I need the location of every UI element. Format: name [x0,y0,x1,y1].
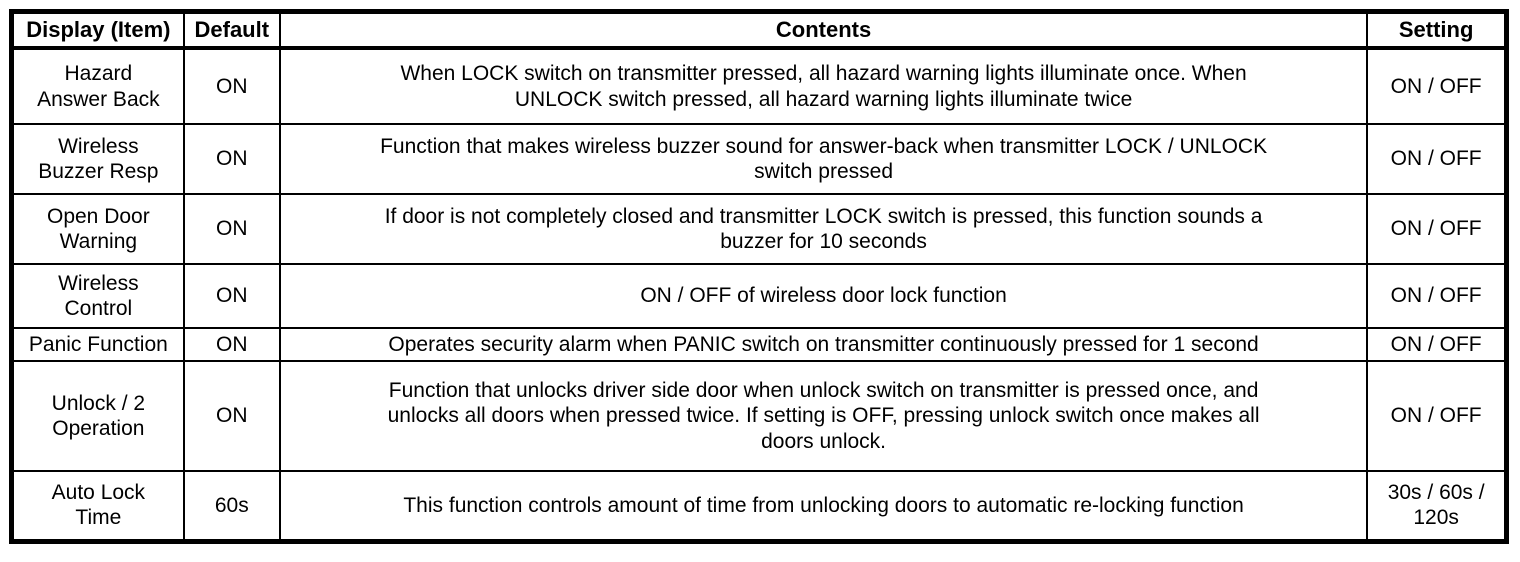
col-header-display-item: Display (Item) [10,10,185,50]
cell-display-item: Panic Function [10,327,185,362]
table-row-open-door-warning: Open Door Warning ON If door is not comp… [10,193,1508,265]
cell-default: ON [182,47,281,125]
cell-default: ON [182,193,281,265]
table-row-hazard-answer-back: Hazard Answer Back ON When LOCK switch o… [10,47,1508,125]
cell-display-item: Wireless Control [10,263,185,329]
cell-display-item: Open Door Warning [10,193,185,265]
cell-contents: ON / OFF of wireless door lock function [278,263,1369,329]
cell-default: ON [182,327,281,362]
cell-setting: ON / OFF [1366,327,1508,362]
cell-contents: Operates security alarm when PANIC switc… [278,327,1369,362]
cell-setting: ON / OFF [1366,47,1508,125]
table-row-wireless-control: Wireless Control ON ON / OFF of wireless… [10,263,1508,329]
cell-contents: Function that makes wireless buzzer soun… [278,123,1369,195]
cell-contents: Function that unlocks driver side door w… [278,360,1369,472]
table-row-unlock-2-operation: Unlock / 2 Operation ON Function that un… [10,360,1508,472]
cell-default: ON [182,263,281,329]
cell-setting: ON / OFF [1366,263,1508,329]
col-header-contents: Contents [278,10,1369,50]
cell-display-item: Wireless Buzzer Resp [10,123,185,195]
cell-setting: ON / OFF [1366,360,1508,472]
col-header-default: Default [182,10,281,50]
table-row-panic-function: Panic Function ON Operates security alar… [10,327,1508,362]
col-header-setting: Setting [1366,10,1508,50]
cell-setting: ON / OFF [1366,123,1508,195]
cell-contents: This function controls amount of time fr… [278,470,1369,542]
cell-contents: If door is not completely closed and tra… [278,193,1369,265]
cell-contents: When LOCK switch on transmitter pressed,… [278,47,1369,125]
table-row-auto-lock-time: Auto Lock Time 60s This function control… [10,470,1508,542]
table-row-wireless-buzzer-resp: Wireless Buzzer Resp ON Function that ma… [10,123,1508,195]
cell-display-item: Unlock / 2 Operation [10,360,185,472]
cell-default: 60s [182,470,281,542]
customize-settings-table: Display (Item) Default Contents Setting … [9,9,1509,544]
cell-default: ON [182,123,281,195]
cell-display-item: Hazard Answer Back [10,47,185,125]
cell-display-item: Auto Lock Time [10,470,185,542]
header-row: Display (Item) Default Contents Setting [10,10,1508,50]
cell-setting: 30s / 60s / 120s [1366,470,1508,542]
cell-default: ON [182,360,281,472]
cell-setting: ON / OFF [1366,193,1508,265]
